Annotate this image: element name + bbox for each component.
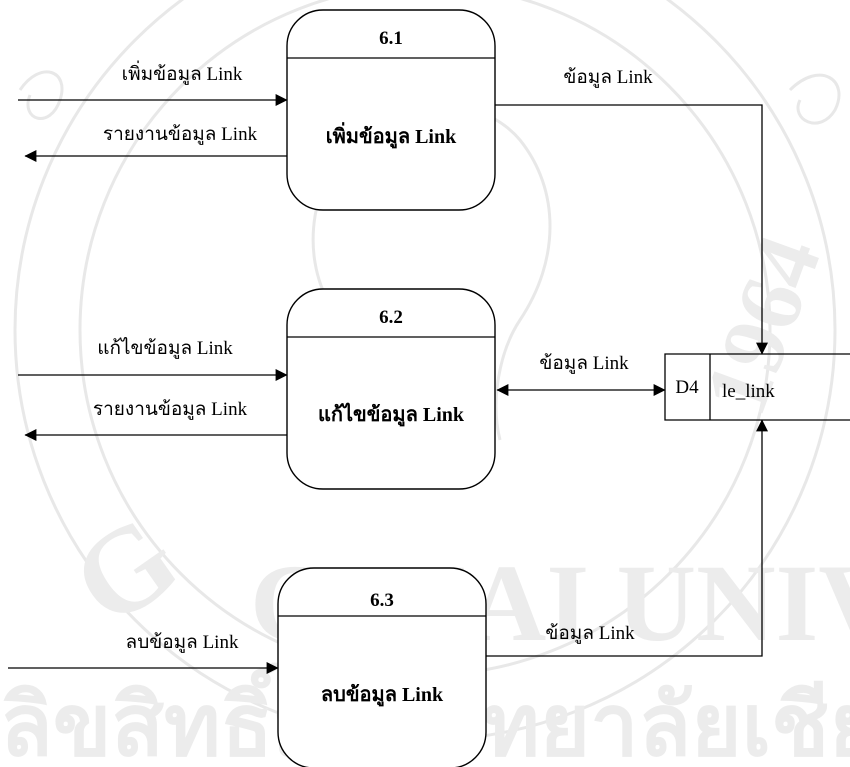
flow-p1-in: เพิ่มข้อมูล Link bbox=[18, 60, 288, 106]
flow-label: ข้อมูล Link bbox=[545, 623, 635, 644]
process-number: 6.2 bbox=[379, 307, 403, 328]
flow-label: เพิ่มข้อมูล Link bbox=[122, 60, 243, 85]
process-name: เพิ่มข้อมูล Link bbox=[326, 121, 457, 150]
process-number: 6.1 bbox=[379, 28, 403, 49]
flow-p1-out: รายงานข้อมูล Link bbox=[24, 124, 287, 162]
process-6-3: 6.3 ลบข้อมูล Link bbox=[277, 567, 487, 767]
process-name: ลบข้อมูล Link bbox=[321, 683, 444, 708]
process-name: แก้ไขข้อมูล Link bbox=[318, 402, 465, 428]
flow-label: รายงานข้อมูล Link bbox=[93, 399, 248, 420]
flow-p3-store: ข้อมูล Link bbox=[486, 419, 768, 657]
flow-label: ข้อมูล Link bbox=[539, 353, 629, 374]
flow-label: ลบข้อมูล Link bbox=[126, 632, 239, 653]
flow-p2-store: ข้อมูล Link bbox=[496, 353, 666, 396]
flow-label: แก้ไขข้อมูล Link bbox=[97, 337, 233, 359]
data-store-name: le_link bbox=[722, 381, 775, 402]
flow-p1-store: ข้อมูล Link bbox=[495, 67, 768, 355]
process-number: 6.3 bbox=[370, 590, 394, 611]
process-6-1: 6.1 เพิ่มข้อมูล Link bbox=[286, 9, 496, 211]
flow-p2-in: แก้ไขข้อมูล Link bbox=[18, 337, 288, 381]
process-6-2: 6.2 แก้ไขข้อมูล Link bbox=[286, 288, 496, 490]
watermark-letter-g: G bbox=[49, 489, 202, 651]
flow-label: ข้อมูล Link bbox=[563, 67, 653, 88]
data-store-id: D4 bbox=[675, 377, 699, 398]
flow-label: รายงานข้อมูล Link bbox=[103, 124, 258, 145]
flow-p2-out: รายงานข้อมูล Link bbox=[24, 399, 287, 441]
flow-p3-in: ลบข้อมูล Link bbox=[8, 632, 279, 674]
